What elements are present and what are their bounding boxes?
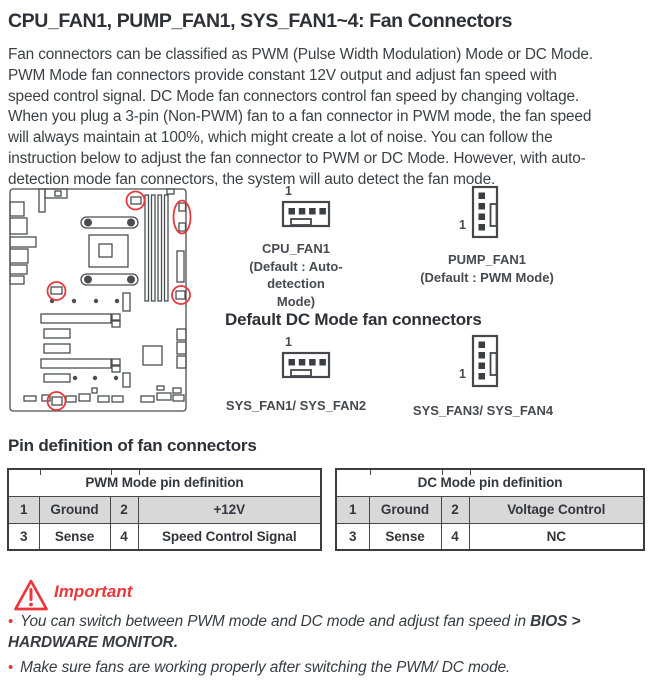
connector-name: PUMP_FAN1 xyxy=(447,252,527,267)
connector-key-notch xyxy=(290,369,312,377)
motherboard-outline-drawing xyxy=(9,188,192,412)
sys-fan12-connector-diagram: 1 xyxy=(277,332,333,382)
pin-definition-heading: Pin definition of fan connectors xyxy=(8,436,257,455)
cpu-fan1-connector-diagram: 1 xyxy=(277,181,333,231)
pin-signal: Voltage Control xyxy=(468,495,645,524)
motherboard-diagram xyxy=(8,187,192,413)
important-bullet-1: • You can switch between PWM mode and DC … xyxy=(8,612,648,653)
page-title: CPU_FAN1, PUMP_FAN1, SYS_FAN1~4: Fan Con… xyxy=(8,10,513,32)
connector-location-highlights xyxy=(46,190,192,411)
connector-key-notch xyxy=(290,218,312,226)
important-heading: Important xyxy=(54,582,133,601)
pin1-label: 1 xyxy=(285,335,292,349)
cpu-fan1-caption: CPU_FAN1 (Default : Auto-detection Mode) xyxy=(222,240,370,310)
column-tick xyxy=(40,470,41,475)
pin1-label: 1 xyxy=(285,184,292,198)
connector-name: CPU_FAN1 xyxy=(262,241,330,256)
dc-pin-table: DC Mode pin definition 1 Ground 2 Voltag… xyxy=(335,468,645,551)
pin-number: 2 xyxy=(109,495,139,524)
intro-line: will always maintain at 100%, which migh… xyxy=(8,129,553,147)
bullet-text: Make sure fans are working properly afte… xyxy=(20,659,511,676)
connector-key-notch xyxy=(489,203,498,227)
pin1-label: 1 xyxy=(459,218,466,232)
pin-number: 3 xyxy=(7,522,40,551)
sys-fan34-connector-diagram: 1 xyxy=(457,333,499,391)
table-row: 1 Ground 2 Voltage Control xyxy=(335,495,645,524)
pin-signal: Sense xyxy=(368,522,442,551)
pump-fan1-caption: PUMP_FAN1 (Default : PWM Mode) xyxy=(412,251,562,286)
bullet-text: . xyxy=(173,633,178,651)
intro-line: instruction below to adjust the fan conn… xyxy=(8,149,586,167)
column-tick xyxy=(442,470,443,475)
highlight-sys-fan-right xyxy=(171,285,191,305)
pwm-pin-table: PWM Mode pin definition 1 Ground 2 +12V … xyxy=(7,468,322,551)
pin-number: 4 xyxy=(109,522,139,551)
pin-number: 2 xyxy=(440,495,470,524)
bullet-dot: • xyxy=(8,659,14,676)
intro-line: detection mode fan connectors, the syste… xyxy=(8,170,496,188)
pin-number: 1 xyxy=(335,495,370,524)
pin-signal: Ground xyxy=(368,495,442,524)
pin-signal: NC xyxy=(468,522,645,551)
pin-signal: +12V xyxy=(137,495,322,524)
pin-signal: Ground xyxy=(38,495,111,524)
highlight-cpu-fan1 xyxy=(125,190,146,211)
bullet-dot: • xyxy=(8,613,14,630)
pin-number: 4 xyxy=(440,522,470,551)
sys-fan34-caption: SYS_FAN3/ SYS_FAN4 xyxy=(412,403,554,418)
highlight-pump-fan-area xyxy=(172,199,192,235)
bullet-bold-text: HARDWARE MONITOR xyxy=(8,633,174,651)
table-row: 1 Ground 2 +12V xyxy=(7,495,322,524)
highlight-sys-fan-left xyxy=(46,281,67,301)
table-row: 3 Sense 4 Speed Control Signal xyxy=(7,522,322,551)
column-tick xyxy=(139,470,140,475)
pin-number: 1 xyxy=(7,495,40,524)
table-title: PWM Mode pin definition xyxy=(7,468,322,497)
important-bullet-2: • Make sure fans are working properly aft… xyxy=(8,658,648,679)
table-title: DC Mode pin definition xyxy=(335,468,645,497)
connector-default-mode: (Default : PWM Mode) xyxy=(420,269,554,285)
bullet-text: You can switch between PWM mode and DC m… xyxy=(20,613,531,630)
pin-signal: Sense xyxy=(38,522,111,551)
column-tick xyxy=(111,470,112,475)
intro-line: Fan connectors can be classified as PWM … xyxy=(8,46,593,63)
sys-fan12-caption: SYS_FAN1/ SYS_FAN2 xyxy=(225,398,367,413)
warning-triangle-icon xyxy=(12,578,50,614)
highlight-sys-fan-bottom xyxy=(46,391,67,411)
bullet-bold-text: BIOS > xyxy=(530,613,581,630)
pin-number: 3 xyxy=(335,522,370,551)
column-tick xyxy=(470,470,471,475)
dc-mode-heading: Default DC Mode fan connectors xyxy=(225,310,482,329)
pump-fan1-connector-diagram: 1 xyxy=(457,184,499,242)
connector-default-mode: (Default : Auto-detection xyxy=(249,258,343,292)
intro-line: PWM Mode fan connectors provide constant… xyxy=(8,66,557,84)
pin-signal: Speed Control Signal xyxy=(137,522,322,551)
intro-paragraph: Fan connectors can be classified as PWM … xyxy=(8,45,648,191)
intro-line: speed control signal. DC Mode fan connec… xyxy=(8,87,580,105)
pin1-label: 1 xyxy=(459,367,466,381)
intro-line: When you plug a 3-pin (Non-PWM) fan to a… xyxy=(8,108,592,126)
connector-key-notch xyxy=(489,352,498,376)
connector-default-mode: Mode) xyxy=(276,293,316,309)
column-tick xyxy=(370,470,371,475)
table-row: 3 Sense 4 NC xyxy=(335,522,645,551)
